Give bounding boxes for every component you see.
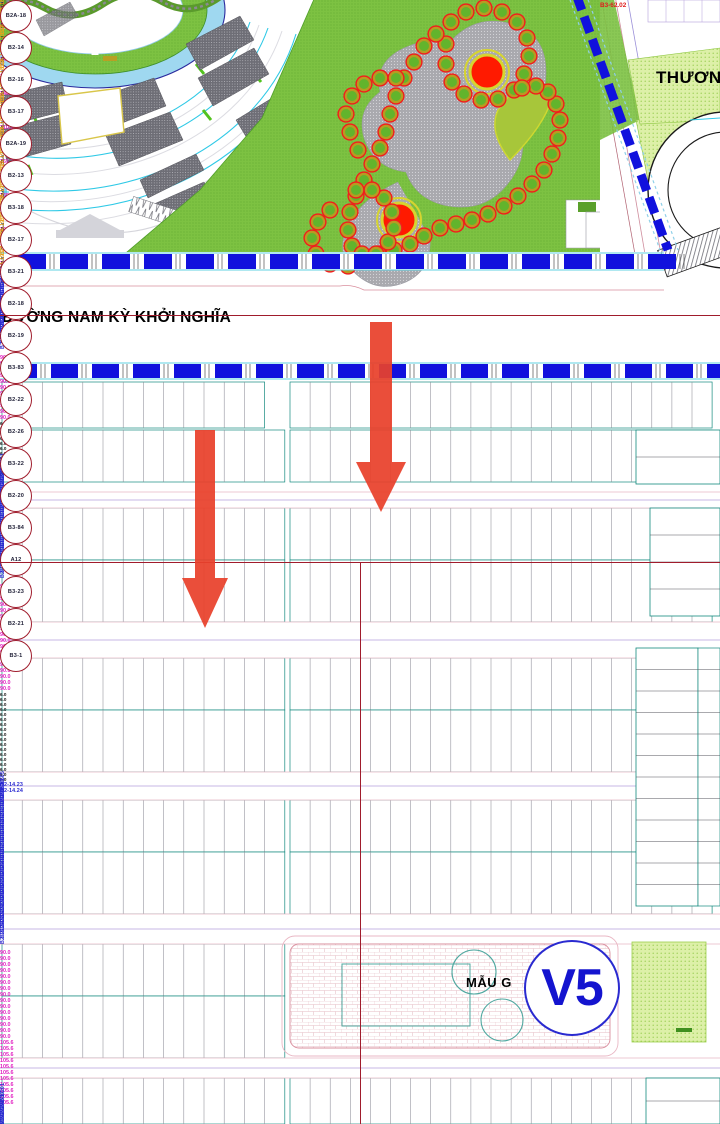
callout-balloon[interactable]: B3-23: [0, 314, 720, 1124]
callout-balloon[interactable]: B3-83: [0, 314, 720, 1124]
thuong-area-label: THƯƠNG: [656, 68, 720, 87]
central-park: [118, 0, 701, 287]
callout-balloon-text: B2-21: [7, 621, 25, 627]
callout-balloon-text: B2-22: [7, 397, 25, 403]
callout-balloon[interactable]: B2-16: [0, 64, 720, 1124]
callout-balloon[interactable]: B3-17: [0, 96, 720, 1124]
callout-balloon[interactable]: B2-21: [0, 314, 720, 1124]
callout-balloon-text: B3-21: [7, 269, 25, 275]
street-name-label: ĐƯỜNG NAM KỲ KHỞI NGHĨA: [2, 309, 232, 326]
v5-badge[interactable]: V5: [524, 940, 620, 1036]
callout-balloon-text: B3-84: [7, 525, 25, 531]
callout-balloon[interactable]: B2-13: [0, 160, 720, 1124]
callout-balloon[interactable]: B3-84: [0, 314, 720, 1124]
callout-balloon-text: B2A-18: [5, 13, 27, 19]
callout-balloon[interactable]: B3-1: [0, 314, 720, 1124]
callout-balloon[interactable]: B2A-19: [0, 128, 720, 1124]
balloon-divider-v: [360, 562, 361, 1124]
callout-balloon-text: B2-13: [7, 173, 25, 179]
callout-balloon[interactable]: B2-20: [0, 314, 720, 1124]
label-b3-62: B3-62.02: [600, 2, 627, 9]
road-band-nam-ky-khoi-nghia: [0, 252, 685, 291]
callout-balloon-text: A12: [10, 557, 22, 563]
callout-balloon[interactable]: B2-22: [0, 314, 720, 1124]
green-pad: [631, 941, 707, 1043]
callout-balloon-text: B3-1: [9, 653, 23, 659]
callout-balloon-text: B3-23: [7, 589, 25, 595]
callout-balloon[interactable]: B2-26: [0, 314, 720, 1124]
v5-badge-text: V5: [541, 959, 604, 1017]
callout-balloon[interactable]: B2-14: [0, 32, 720, 1124]
sample-house-label: MẪU G: [466, 975, 512, 990]
callout-balloon-text: B3-22: [7, 461, 25, 467]
callout-balloon[interactable]: A12: [0, 314, 720, 1124]
callout-balloon[interactable]: B2-17: [0, 224, 720, 1124]
callout-balloon-text: B3-18: [7, 205, 25, 211]
callout-balloon-text: B3-17: [7, 109, 25, 115]
callout-balloon[interactable]: B3-21: [0, 256, 720, 1124]
callout-balloon-text: B2-14: [7, 45, 25, 51]
callout-balloon-text: B2-26: [7, 429, 25, 435]
callout-balloon-text: B2-20: [7, 493, 25, 499]
callout-balloon-text: B2-19: [7, 333, 25, 339]
balloon-divider-top: [0, 314, 720, 316]
callout-balloon-text: B2-17: [7, 237, 25, 243]
top-right-roads: [562, 0, 720, 278]
callout-balloon-text: B2A-19: [5, 141, 27, 147]
callout-balloon-text: B3-83: [7, 365, 25, 371]
callout-balloon[interactable]: B3-18: [0, 192, 720, 1124]
callout-balloon-text: B2-16: [7, 77, 25, 83]
callout-balloon-text: B2-18: [7, 301, 25, 307]
callout-balloon[interactable]: B2-19: [0, 314, 720, 1124]
callout-balloon[interactable]: B3-22: [0, 314, 720, 1124]
